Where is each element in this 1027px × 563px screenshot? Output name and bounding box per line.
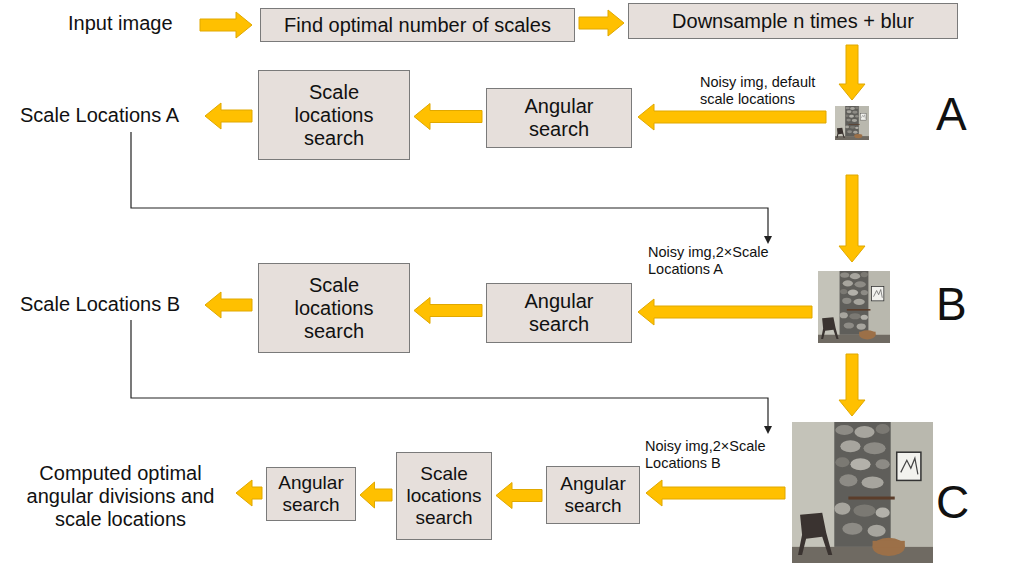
process-box: Scale locations search <box>258 70 410 160</box>
box-text: Scale locations search <box>403 463 485 529</box>
output-label: Scale Locations B <box>20 293 180 315</box>
output-label: Scale Locations A <box>20 104 179 126</box>
flow-arrow <box>414 104 482 130</box>
process-box: Angular search <box>486 283 632 343</box>
arrow-label: Noisy img,2×Scale Locations A <box>648 244 768 277</box>
flow-arrow <box>200 12 252 38</box>
flow-arrow <box>646 480 785 506</box>
stage-letter: A <box>936 88 967 140</box>
stage-letter: C <box>936 476 969 528</box>
flow-arrow <box>638 104 826 130</box>
box-text: Scale locations search <box>281 274 387 343</box>
process-box: Angular search <box>266 467 356 521</box>
process-box: Angular search <box>486 88 632 148</box>
process-box: Scale locations search <box>258 263 410 353</box>
flow-arrow <box>360 482 392 508</box>
box-text: Angular search <box>553 473 633 517</box>
process-box: Scale locations search <box>396 452 492 540</box>
result-label: Computed optimal angular divisions and s… <box>27 462 215 530</box>
feedback-lines <box>131 132 772 434</box>
box-text: Scale locations search <box>281 81 387 150</box>
arrow-head <box>764 236 772 244</box>
box-text: Angular search <box>511 95 607 141</box>
flow-arrow <box>839 45 865 100</box>
flow-arrow <box>839 175 865 262</box>
box-text: Find optimal number of scales <box>284 14 551 37</box>
input-label: Input image <box>68 12 173 34</box>
flow-arrow <box>236 480 262 506</box>
process-box: Find optimal number of scales <box>260 8 575 42</box>
flow-arrow <box>205 292 252 318</box>
image-thumbnail <box>835 106 869 140</box>
flow-arrow <box>414 298 482 324</box>
box-text: Angular search <box>273 472 349 516</box>
feedback-line <box>131 320 768 426</box>
flow-arrows <box>200 12 865 506</box>
feedback-line <box>131 132 768 236</box>
stage-letter: B <box>936 278 967 330</box>
image-thumbnail <box>818 271 890 343</box>
box-text: Angular search <box>511 290 607 336</box>
process-box: Angular search <box>546 466 640 524</box>
flow-arrow <box>579 10 624 36</box>
arrow-label: Noisy img, default scale locations <box>700 74 815 107</box>
flow-arrow <box>205 103 252 129</box>
flow-arrow <box>839 354 865 416</box>
flow-arrow <box>638 299 812 325</box>
process-box: Downsample n times + blur <box>628 3 958 39</box>
arrow-head <box>764 426 772 434</box>
flow-arrow <box>496 483 542 509</box>
image-thumbnail <box>792 422 933 563</box>
box-text: Downsample n times + blur <box>672 10 914 33</box>
arrow-label: Noisy img,2×Scale Locations B <box>645 438 765 471</box>
